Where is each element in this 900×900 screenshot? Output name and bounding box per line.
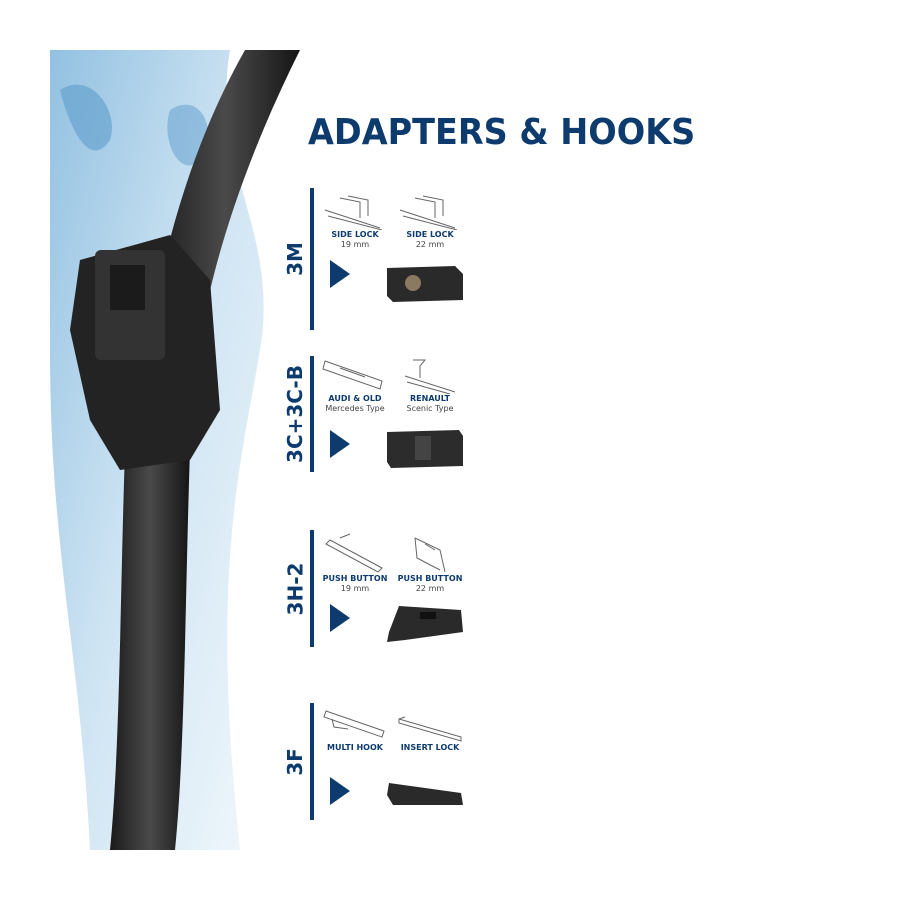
renault-sketch-icon xyxy=(404,359,456,394)
section-code: 3M xyxy=(283,242,308,276)
option-label: AUDI & OLD xyxy=(328,394,382,403)
section-code: 3C+3C-B xyxy=(283,365,308,463)
option-label: MULTI HOOK xyxy=(327,743,383,752)
adapter-3h2-photo xyxy=(387,606,463,642)
option-label: SIDE LOCK xyxy=(406,230,454,239)
option-label: PUSH BUTTON xyxy=(322,574,388,583)
option-sub: 22 mm xyxy=(415,584,445,593)
option-label: SIDE LOCK xyxy=(331,230,379,239)
option-sub: Mercedes Type xyxy=(325,404,385,413)
wiper-blade-image xyxy=(50,50,300,850)
multi-hook-sketch-icon xyxy=(323,710,385,738)
option-label: PUSH BUTTON xyxy=(397,574,463,583)
side-lock-19-sketch-icon xyxy=(324,195,383,230)
divider-bar xyxy=(310,530,314,647)
side-lock-22-sketch-icon xyxy=(399,195,458,230)
insert-lock-sketch-icon xyxy=(398,716,462,742)
divider-bar xyxy=(310,703,314,820)
adapter-3f-photo xyxy=(387,783,463,805)
section-code: 3H-2 xyxy=(283,562,307,615)
option-label: RENAULT xyxy=(410,394,450,403)
option-sub: 19 mm xyxy=(340,240,370,249)
arrow-icon xyxy=(330,604,350,632)
audi-old-sketch-icon xyxy=(322,360,383,390)
adapter-3m-photo xyxy=(387,266,463,302)
section-code: 3F xyxy=(282,747,307,776)
option-sub: 22 mm xyxy=(415,240,445,249)
divider-bar xyxy=(310,356,314,472)
arrow-icon xyxy=(330,260,350,288)
section-3f: 3F MULTI HOOK INSERT LOCK xyxy=(280,703,480,823)
arrow-icon xyxy=(330,430,350,458)
adapter-3c-photo xyxy=(387,430,463,468)
option-sub: Scenic Type xyxy=(406,404,454,413)
arrow-icon xyxy=(330,777,350,805)
push-button-19-sketch-icon xyxy=(325,533,383,573)
section-3h2: 3H-2 PUSH BUTTON 19 mm PUSH BUTTON 22 mm xyxy=(280,530,480,650)
section-3c-3cb: 3C+3C-B AUDI & OLD Mercedes Type RENAULT… xyxy=(280,356,480,476)
divider-bar xyxy=(310,188,314,330)
blade-body xyxy=(110,450,190,850)
push-button-22-sketch-icon xyxy=(414,537,446,573)
option-sub: 19 mm xyxy=(340,584,370,593)
page-title: ADAPTERS & HOOKS xyxy=(308,112,696,153)
option-label: INSERT LOCK xyxy=(400,743,460,752)
section-3m: 3M SIDE LOCK 19 mm SIDE LOCK 22 mm xyxy=(280,188,480,333)
